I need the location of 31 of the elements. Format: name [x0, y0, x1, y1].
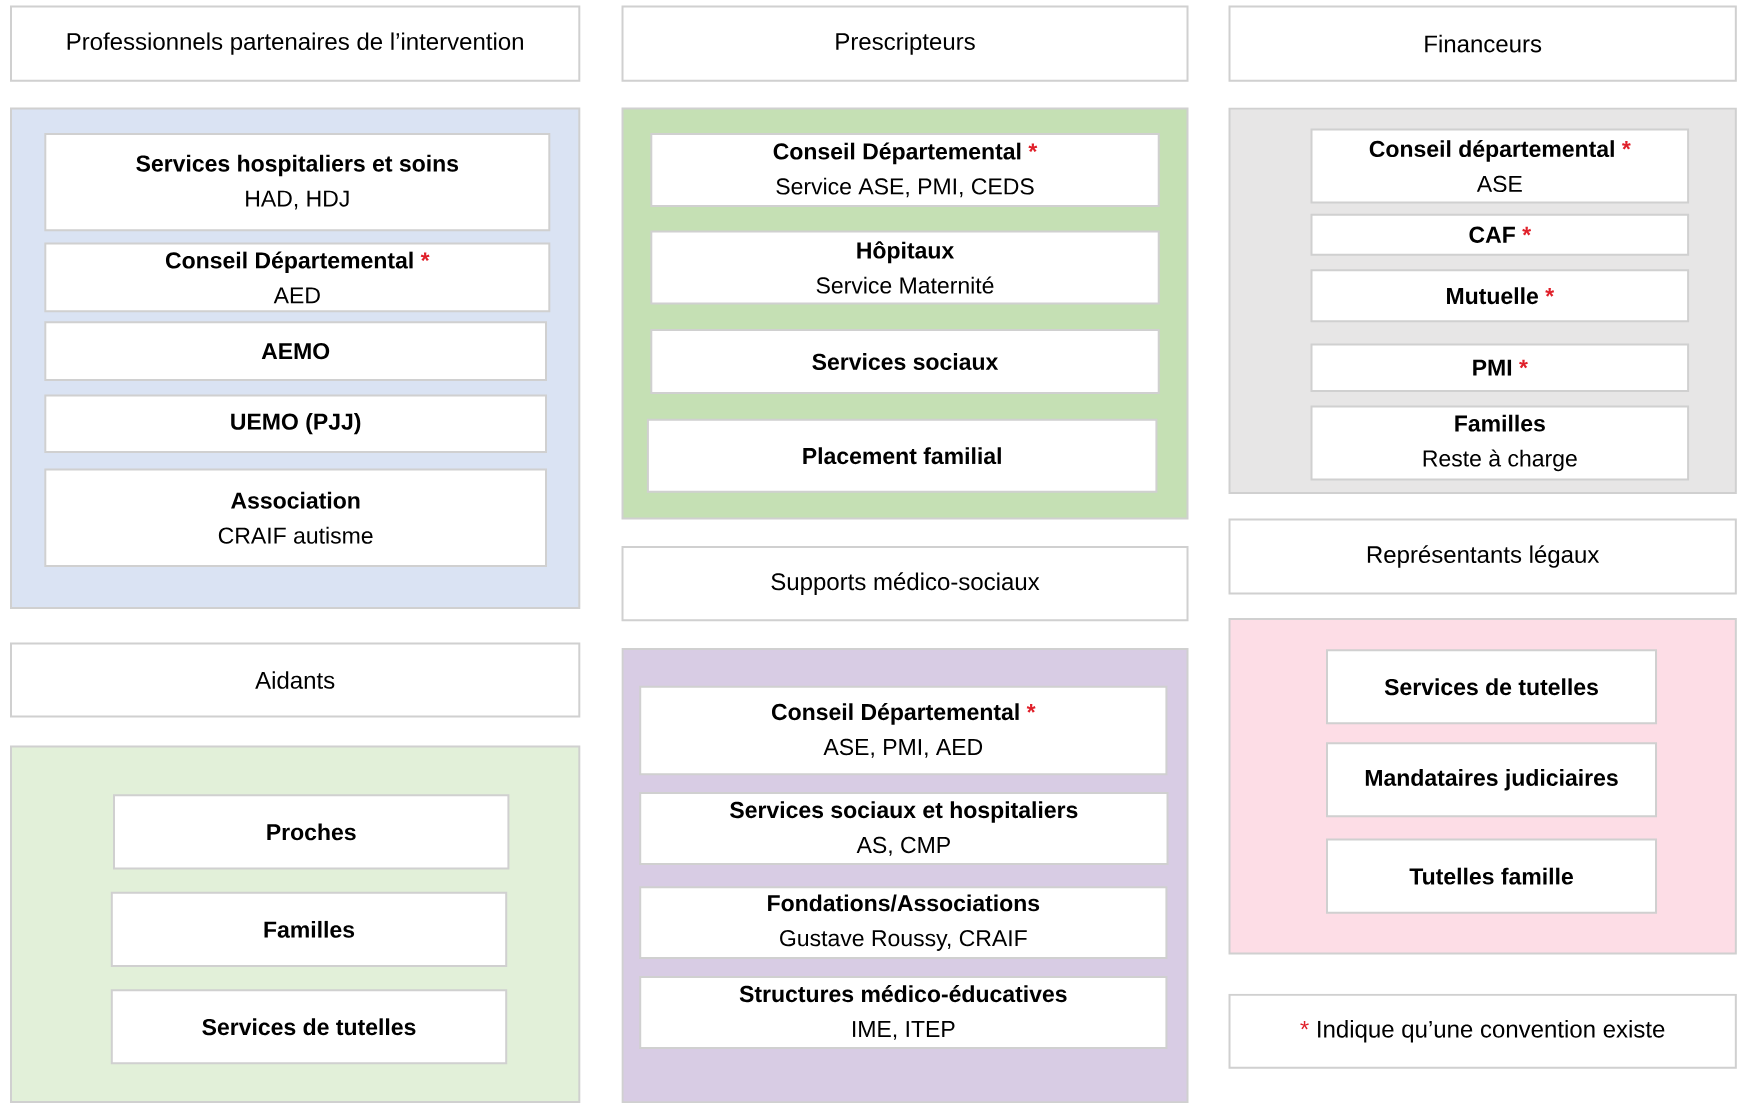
note-box: * Indique qu’une convention existe [1228, 993, 1737, 1069]
item-box: Association CRAIF autisme [44, 468, 547, 567]
item-box: Tutelles famille [1326, 838, 1657, 914]
item-box: Conseil Départemental * Service ASE, PMI, CEDS [650, 132, 1160, 207]
item-box: Placement familial [646, 418, 1158, 493]
item-box: Services de tutelles [110, 989, 508, 1065]
item-box: Services de tutelles [1326, 649, 1657, 725]
item-box: Fondations/Associations Gustave Roussy, CRAIF [639, 886, 1168, 960]
item-box: UEMO (PJJ) [44, 394, 547, 453]
item-box: AEMO [44, 321, 547, 381]
item-box: Hôpitaux Service Maternité [650, 230, 1160, 305]
header-box: Représentants légaux [1228, 518, 1737, 595]
header-box: Professionnels partenaires de l’intervention [10, 5, 581, 82]
item-box: Familles [110, 891, 508, 967]
item-box: Conseil Départemental * AED [44, 242, 551, 313]
item-box: Structures médico-éducatives IME, ITEP [639, 976, 1168, 1049]
header-box: Prescripteurs [621, 5, 1189, 82]
header-box: Aidants [10, 642, 581, 718]
item-box: Services sociaux [650, 329, 1160, 395]
item-box: Familles Reste à charge [1310, 405, 1690, 481]
item-box: CAF * [1310, 213, 1690, 256]
item-box: Conseil Départemental * ASE, PMI, AED [639, 685, 1168, 776]
item-box: Mutuelle * [1310, 269, 1690, 323]
item-box: Services sociaux et hospitaliers AS, CMP [639, 792, 1169, 865]
item-box: Conseil départemental * ASE [1310, 128, 1690, 204]
item-box: PMI * [1310, 343, 1690, 392]
item-box: Services hospitaliers et soins HAD, HDJ [44, 132, 551, 232]
header-box: Supports médico-sociaux [621, 546, 1189, 622]
item-box: Mandataires judiciaires [1326, 742, 1657, 818]
header-box: Financeurs [1228, 5, 1737, 82]
item-box: Proches [113, 794, 510, 870]
